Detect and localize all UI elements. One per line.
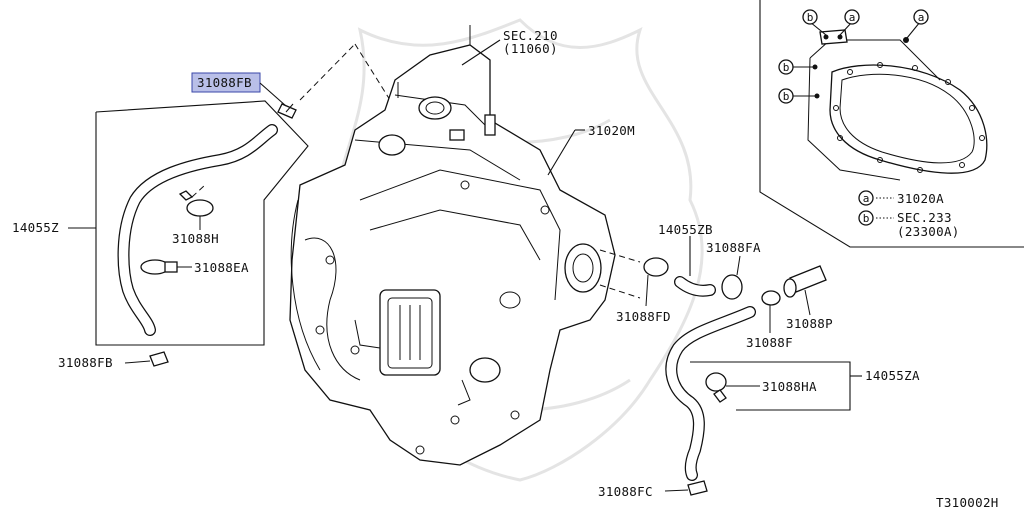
label-31088p[interactable]: 31088P: [786, 316, 833, 331]
callout-a-2: a: [844, 9, 860, 25]
clamp-31088fa[interactable]: [721, 255, 743, 300]
clamp-31088fc[interactable]: [664, 480, 708, 496]
clamp-31088fb-top[interactable]: [277, 103, 297, 119]
clamp-31088ea[interactable]: [140, 259, 192, 275]
svg-text:b: b: [783, 61, 790, 74]
legend-a: a 31020A: [858, 190, 944, 206]
svg-text:a: a: [849, 11, 856, 24]
connector-31088p[interactable]: [783, 265, 827, 316]
hose-group-left-bracket: [68, 100, 309, 346]
hose-za-bracket: [690, 361, 862, 411]
label-14055z[interactable]: 14055Z: [12, 220, 59, 235]
leader-lines-main: [461, 39, 585, 176]
highlighted-part-label[interactable]: 31088FB: [191, 72, 287, 107]
label-14055zb[interactable]: 14055ZB: [658, 222, 713, 237]
clamp-31088fd[interactable]: [643, 257, 669, 307]
svg-text:b: b: [807, 11, 814, 24]
diagram-code: T310002H: [936, 495, 999, 510]
transmission-body[interactable]: [289, 25, 616, 466]
svg-text:SEC.233: SEC.233: [897, 210, 952, 225]
callout-a-1: b: [802, 9, 818, 25]
svg-text:(23300A): (23300A): [897, 224, 960, 239]
svg-text:b: b: [783, 90, 790, 103]
svg-text:31020A: 31020A: [897, 191, 944, 206]
clamp-31088fb-bottom[interactable]: [124, 351, 169, 367]
label-sec210-sub: (11060): [503, 41, 558, 56]
highlight-box: [191, 72, 261, 93]
dashed-connectors-top: [191, 43, 391, 198]
label-14055za[interactable]: 14055ZA: [865, 368, 920, 383]
clamp-31088h[interactable]: [178, 190, 214, 230]
hose-14055z[interactable]: [117, 124, 278, 336]
label-31088ea[interactable]: 31088EA: [194, 260, 249, 275]
label-31088ha[interactable]: 31088HA: [762, 379, 817, 394]
label-31088fa[interactable]: 31088FA: [706, 240, 761, 255]
label-31088fc[interactable]: 31088FC: [598, 484, 653, 499]
callout-a-3: a: [913, 9, 929, 25]
label-31088h[interactable]: 31088H: [172, 231, 219, 246]
label-31088f[interactable]: 31088F: [746, 335, 793, 350]
label-31020m[interactable]: 31020M: [588, 123, 635, 138]
label-31088fd[interactable]: 31088FD: [616, 309, 671, 324]
clamp-31088f[interactable]: [761, 290, 781, 333]
label-31088fb-bottom[interactable]: 31088FB: [58, 355, 113, 370]
label-sec210[interactable]: SEC.210: [503, 28, 558, 43]
hose-14055zb[interactable]: [674, 236, 716, 297]
svg-text:b: b: [863, 212, 870, 225]
callout-b-2: b: [778, 88, 794, 104]
inset-panel: [759, 0, 1024, 248]
svg-text:a: a: [863, 192, 870, 205]
clamp-31088ha[interactable]: [705, 372, 760, 403]
callout-b-1: b: [778, 59, 794, 75]
svg-text:31088FB: 31088FB: [197, 75, 252, 90]
dashed-connectors-right: [599, 249, 641, 299]
legend-b: b SEC.233 (23300A): [858, 210, 960, 239]
hose-14055za[interactable]: [665, 306, 756, 481]
svg-text:a: a: [918, 11, 925, 24]
